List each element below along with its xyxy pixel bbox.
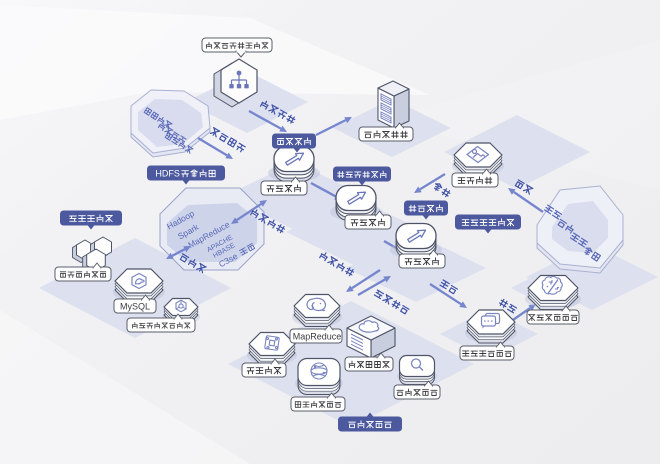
svg-text:MapReduce: MapReduce xyxy=(293,332,342,342)
svg-text:HDFS: HDFS xyxy=(155,169,180,179)
svg-text:MySQL: MySQL xyxy=(120,302,150,312)
